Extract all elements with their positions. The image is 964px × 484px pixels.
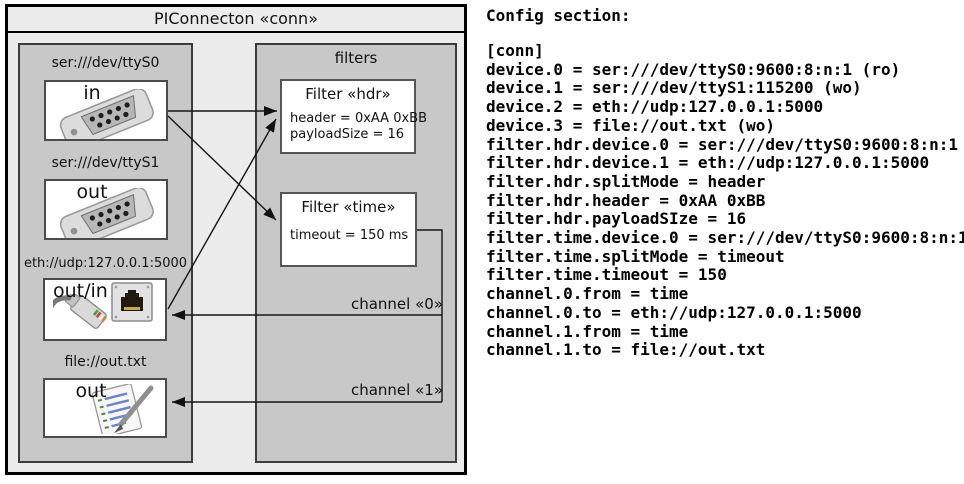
serial-connector-icon [59, 188, 154, 238]
config-line: filter.hdr.header = 0xAA 0xBB [486, 190, 766, 210]
device-box-eth: out/in [43, 278, 167, 341]
device-mode: out/in [53, 280, 108, 302]
config-line: filter.hdr.payloadSIze = 16 [486, 209, 747, 229]
filters-panel: filters Filter «hdr» header = 0xAA 0xBB … [255, 43, 457, 463]
serial-connector-icon [59, 89, 154, 139]
filters-panel-title: filters [334, 49, 378, 67]
device-label-file: file://out.txt [64, 354, 147, 370]
filter-hdr-param-payload: payloadSize = 16 [290, 127, 405, 142]
config-section: Config section: [conn] device.0 = ser://… [486, 6, 964, 360]
config-line: device.3 = file://out.txt (wo) [486, 115, 775, 135]
device-label-ttys1: ser:///dev/ttyS1 [51, 155, 160, 171]
device-mode: out [76, 181, 108, 203]
filter-hdr-box: Filter «hdr» header = 0xAA 0xBB payloadS… [280, 79, 428, 154]
ethernet-cable-icon [53, 294, 108, 329]
config-line: [conn] [486, 41, 544, 60]
config-lines: [conn] device.0 = ser:///dev/ttyS0:9600:… [486, 41, 964, 360]
device-box-file: out [43, 378, 167, 438]
device-mode: in [83, 82, 101, 104]
config-line: filter.time.timeout = 150 [486, 265, 727, 285]
config-line: channel.1.from = time [486, 321, 689, 341]
device-mode: out [75, 380, 107, 402]
config-line: device.1 = ser:///dev/ttyS1:115200 (wo) [486, 78, 862, 98]
config-line: channel.1.to = file://out.txt [486, 340, 766, 360]
config-line: device.0 = ser:///dev/ttyS0:9600:8:n:1 (… [486, 59, 901, 79]
config-line: filter.hdr.device.1 = eth://udp:127.0.0.… [486, 153, 930, 173]
filter-hdr-param-header: header = 0xAA 0xBB [290, 111, 428, 126]
ethernet-port-icon [111, 282, 153, 322]
channel-0-label: channel «0» [350, 295, 443, 313]
channel-1-label: channel «1» [350, 381, 443, 399]
device-label-ttys0: ser:///dev/ttyS0 [51, 55, 160, 71]
config-heading: Config section: [486, 6, 631, 25]
device-label-eth: eth://udp:127.0.0.1:5000 [23, 256, 188, 271]
filter-hdr-title: Filter «hdr» [305, 85, 391, 103]
config-line: channel.0.to = eth://udp:127.0.0.1:5000 [486, 302, 862, 322]
device-box-ttys0: in [44, 80, 168, 141]
piconnecton-box: PIConnecton «conn» ser:///dev/ttyS0 in [5, 4, 467, 475]
config-line: filter.time.device.0 = ser:///dev/ttyS0:… [486, 228, 964, 248]
devices-panel: ser:///dev/ttyS0 in ser:///dev/ttyS1 o [18, 43, 193, 463]
filter-time-box: Filter «time» timeout = 150 ms [280, 192, 417, 267]
config-line: channel.0.from = time [486, 284, 689, 304]
device-box-ttys1: out [44, 179, 168, 240]
config-line: filter.hdr.device.0 = ser:///dev/ttyS0:9… [486, 134, 959, 154]
filter-time-title: Filter «time» [301, 198, 396, 216]
filter-time-param-timeout: timeout = 150 ms [290, 228, 409, 243]
config-line: filter.hdr.splitMode = header [486, 171, 766, 191]
config-line: device.2 = eth://udp:127.0.0.1:5000 [486, 97, 824, 117]
diagram-title: PIConnecton «conn» [8, 7, 464, 33]
file-notes-icon [91, 384, 154, 434]
config-line: filter.time.splitMode = timeout [486, 246, 785, 266]
